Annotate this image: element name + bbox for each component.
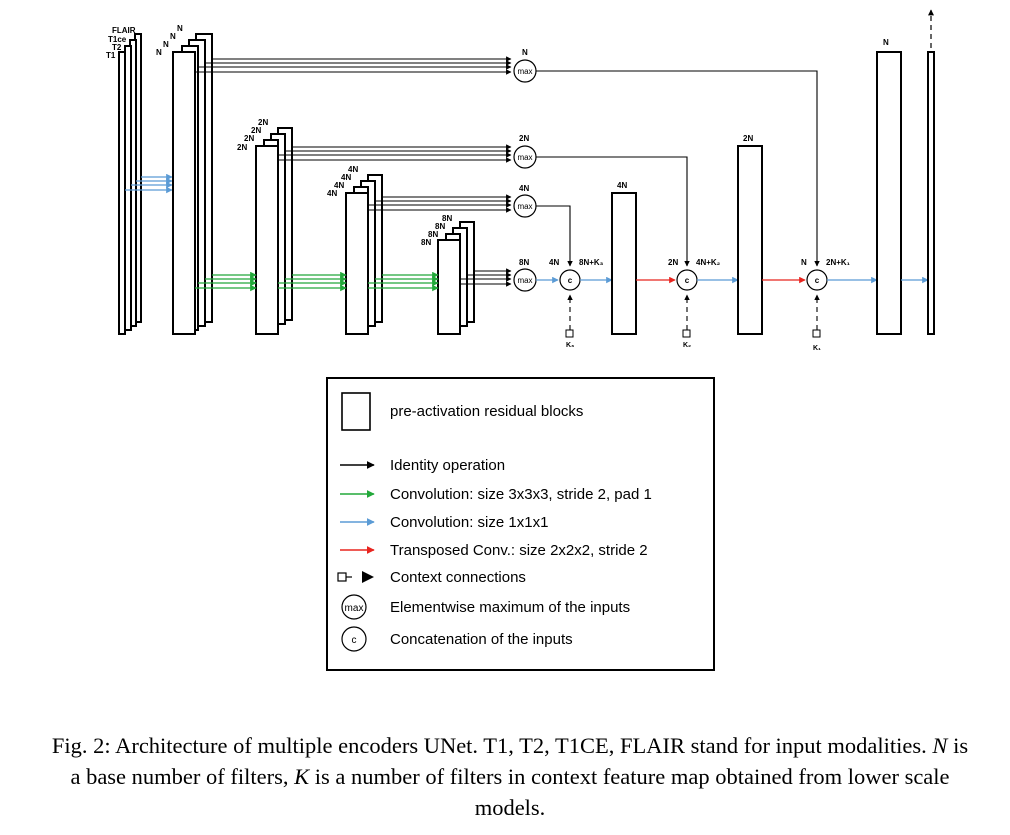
input-label-t1ce: T1ce: [108, 35, 127, 44]
concat-text: c: [685, 276, 690, 285]
concat-operator-1: c 4N 8N+K₃ K₃: [549, 258, 604, 349]
context-square: [682, 329, 691, 338]
input-label-t2: T2: [112, 43, 122, 52]
filter-label: 8N: [421, 238, 431, 247]
input-label-t1: T1: [106, 51, 116, 60]
filter-label: N: [163, 40, 169, 49]
max-text: max: [517, 153, 532, 162]
filter-label: 4N: [348, 165, 358, 174]
decoder-label: 2N: [743, 134, 753, 143]
concat-text: c: [568, 276, 573, 285]
context-label: K₃: [566, 342, 574, 349]
max-operator-3: max 4N: [513, 184, 537, 218]
caption-var-k: K: [294, 764, 310, 789]
concat-text: c: [815, 276, 820, 285]
legend-box: [326, 377, 715, 671]
concat-operator-2: c 2N 4N+K₂ K₂: [668, 258, 721, 349]
filter-label: 8N: [442, 214, 452, 223]
concat-right-label: 4N+K₂: [696, 258, 721, 267]
decoder: 4N 2N N: [580, 9, 935, 335]
legend-block-text: pre-activation residual blocks: [390, 403, 583, 420]
decoder-label: 4N: [617, 181, 627, 190]
encoder-level-4: 8N 8N 8N 8N: [421, 214, 475, 335]
input-block-t1: [118, 51, 126, 335]
max-operator-2: max 2N: [513, 134, 537, 169]
max-label: 4N: [519, 184, 529, 193]
context-label: K₂: [683, 342, 691, 349]
decoder-label: N: [883, 38, 889, 47]
legend-max-icon: max: [341, 594, 367, 620]
legend-block-icon: [341, 392, 371, 431]
max-operator-4: max 8N: [513, 258, 537, 292]
legend-max-symbol: max: [345, 603, 364, 614]
encoder-block: [437, 239, 461, 335]
max-label: 2N: [519, 134, 529, 143]
legend-transposed-text: Transposed Conv.: size 2x2x2, stride 2: [390, 542, 648, 559]
input-label-flair: FLAIR: [112, 26, 136, 35]
concat-left-label: 2N: [668, 258, 678, 267]
max-label: N: [522, 48, 528, 57]
legend-context-icon: [337, 571, 374, 583]
caption-part-1: Fig. 2: Architecture of multiple encoder…: [51, 733, 933, 758]
filter-label: 2N: [237, 143, 247, 152]
filter-label: 8N: [435, 222, 445, 231]
concat-left-label: N: [801, 258, 807, 267]
encoder-level-3: 4N 4N 4N 4N: [327, 165, 383, 335]
filter-label: 8N: [428, 230, 438, 239]
filter-label: N: [170, 32, 176, 41]
context-label: K₁: [813, 345, 821, 352]
max-text: max: [517, 276, 532, 285]
filter-label: 4N: [327, 189, 337, 198]
filter-label: 2N: [258, 118, 268, 127]
max-text: max: [517, 202, 532, 211]
concat-left-label: 4N: [549, 258, 559, 267]
figure-caption: Fig. 2: Architecture of multiple encoder…: [50, 730, 970, 823]
filter-label: 4N: [334, 181, 344, 190]
legend-identity-text: Identity operation: [390, 457, 505, 474]
max-text: max: [517, 67, 532, 76]
legend-concat-icon: c: [341, 626, 367, 652]
filter-label: 2N: [244, 134, 254, 143]
max-operator-1: max N: [513, 48, 537, 83]
architecture-diagram: FLAIR T1ce T2 T1 N N N N 2N 2N 2N 2N: [106, 9, 935, 671]
legend-conv-1x1-text: Convolution: size 1x1x1: [390, 514, 548, 531]
output-block: [927, 51, 935, 335]
encoder-block: [345, 192, 369, 335]
legend-conv-stride2-text: Convolution: size 3x3x3, stride 2, pad 1: [390, 486, 652, 503]
filter-label: 2N: [251, 126, 261, 135]
caption-part-3: is a number of filters in context featur…: [309, 764, 950, 820]
encoder-block: [255, 145, 279, 335]
encoder-level-2: 2N 2N 2N 2N: [237, 118, 293, 335]
encoder-block: [172, 51, 196, 335]
filter-label: 4N: [341, 173, 351, 182]
decoder-block-n: [876, 51, 902, 335]
downsample-arrows: [195, 271, 439, 292]
input-modalities: FLAIR T1ce T2 T1: [106, 26, 142, 335]
legend-max-text: Elementwise maximum of the inputs: [390, 599, 630, 616]
encoder-level-1: N N N N: [156, 24, 213, 335]
filter-label: N: [156, 48, 162, 57]
legend: pre-activation residual blocks Identity …: [326, 377, 715, 671]
filter-label: N: [177, 24, 183, 33]
legend-context-text: Context connections: [390, 569, 526, 586]
concat-operator-3: c N 2N+K₁ K₁: [801, 258, 851, 352]
legend-concat-text: Concatenation of the inputs: [390, 631, 573, 648]
decoder-block-2n: [737, 145, 763, 335]
decoder-block-4n: [611, 192, 637, 335]
context-square: [565, 329, 574, 338]
skip-connections: [536, 70, 820, 267]
identity-arrows: [195, 56, 512, 287]
legend-concat-symbol: c: [352, 635, 357, 646]
context-square: [812, 329, 821, 338]
caption-part-2: is a base number of filters,: [70, 733, 969, 789]
caption-var-n: N: [932, 733, 948, 758]
concat-right-label: 8N+K₃: [579, 258, 604, 267]
concat-right-label: 2N+K₁: [826, 258, 851, 267]
max-label: 8N: [519, 258, 529, 267]
input-conv-arrows: [125, 173, 173, 194]
